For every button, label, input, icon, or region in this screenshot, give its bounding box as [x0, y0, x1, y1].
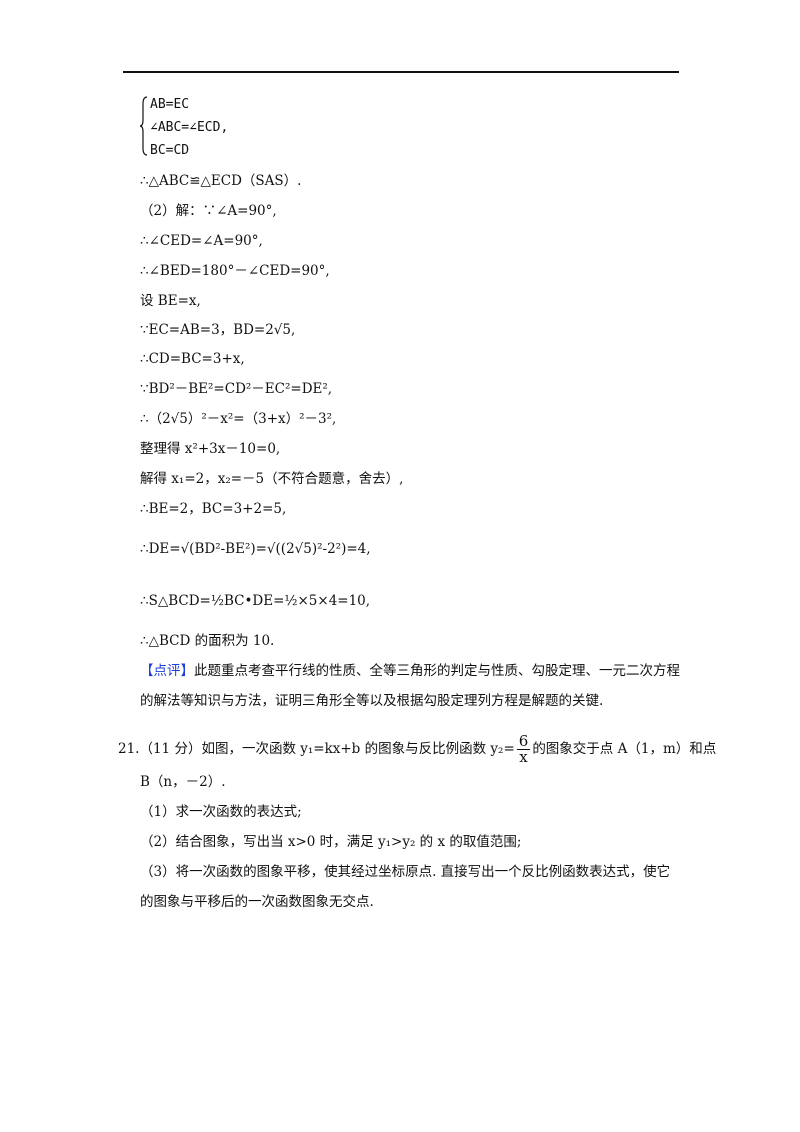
solution-line-3: ∴∠CED=∠A=90°, — [140, 233, 263, 249]
q21-frac-den: x — [519, 748, 528, 766]
q21-part-2: （2）结合图象，写出当 x>0 时，满足 y₁>y₂ 的 x 的取值范围; — [140, 834, 522, 850]
comment-line-1: 【点评】此题重点考查平行线的性质、全等三角形的判定与性质、勾股定理、一元二次方程 — [140, 662, 680, 680]
system-line-2: ∠ABC=∠ECD, — [150, 120, 229, 135]
q21-text-a: 21.（11 分）如图，一次函数 y₁=kx+b 的图象与反比例函数 y₂= — [118, 741, 515, 757]
comment-text-1: 此题重点考查平行线的性质、全等三角形的判定与性质、勾股定理、一元二次方程 — [194, 663, 680, 679]
solution-line-11: 解得 x₁=2，x₂=－5（不符合题意，舍去）, — [140, 471, 404, 487]
solution-line-8: ∵BD²－BE²=CD²－EC²=DE², — [140, 381, 333, 397]
q21-part-3: （3）将一次函数的图象平移，使其经过坐标原点. 直接写出一个反比例函数表达式，使… — [140, 864, 671, 880]
solution-line-9: ∴（2√5）²－x²=（3+x）²－3², — [140, 411, 337, 427]
left-brace — [140, 96, 148, 156]
q21-part-1: （1）求一次函数的表达式; — [140, 804, 302, 820]
solution-line-1: ∴△ABC≌△ECD（SAS）. — [140, 173, 302, 189]
solution-line-6: ∵EC=AB=3，BD=2√5, — [140, 322, 296, 338]
solution-line-14: ∴S△BCD=½BC•DE=½×5×4=10, — [140, 593, 371, 609]
solution-line-7: ∴CD=BC=3+x, — [140, 351, 245, 367]
solution-line-13: ∴DE=√(BD²-BE²)=√((2√5)²-2²)=4, — [140, 541, 371, 557]
solution-line-15: ∴△BCD 的面积为 10. — [140, 633, 275, 649]
solution-line-10: 整理得 x²+3x－10=0, — [140, 441, 281, 457]
comment-line-2: 的解法等知识与方法，证明三角形全等以及根据勾股定理列方程是解题的关键. — [140, 693, 604, 709]
system-line-3: BC=CD — [150, 143, 190, 158]
solution-line-2: （2）解：∵∠A=90°, — [140, 203, 277, 219]
solution-line-5: 设 BE=x, — [140, 293, 201, 309]
header-rule — [123, 71, 679, 73]
comment-tag: 【点评】 — [140, 663, 194, 679]
q21-line-2: B（n，－2）. — [140, 774, 226, 790]
system-line-1: AB=EC — [150, 97, 190, 112]
q21-frac-num: 6 — [516, 732, 531, 750]
q21-part-4: 的图象与平移后的一次函数图象无交点. — [140, 894, 374, 910]
solution-line-12: ∴BE=2，BC=3+2=5, — [140, 501, 287, 517]
solution-line-4: ∴∠BED=180°－∠CED=90°, — [140, 263, 330, 279]
q21-text-b: 的图象交于点 A（1，m）和点 — [532, 741, 717, 757]
